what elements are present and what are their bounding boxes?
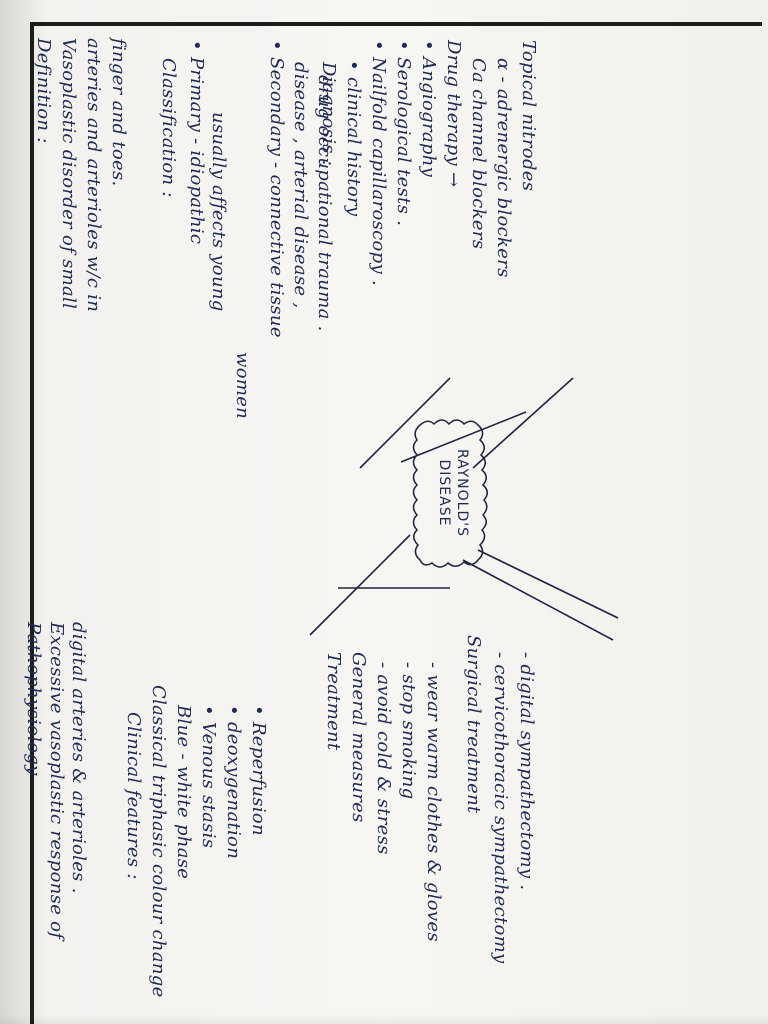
clinical-features-line: Blue - white phase — [173, 705, 194, 880]
center-burst-shape — [412, 419, 488, 568]
connector-definition — [359, 377, 451, 469]
pathophysiology-line: digital arteries & arterioles . — [68, 622, 89, 894]
definition-line: finger and toes. — [108, 38, 129, 187]
pathophysiology-line: Excessive vasoplastic response of — [46, 622, 67, 940]
central-topic: RAYNOLD'S DISEASE — [435, 433, 471, 553]
treatment-heading: Treatment — [323, 652, 344, 751]
definition-line: Vasoplastic disorder of small — [58, 38, 79, 310]
treatment-line: - avoid cold & stress — [373, 662, 394, 855]
central-topic-line-2: DISEASE — [436, 459, 452, 527]
treatment-line: - wear warm clothes & gloves — [423, 662, 444, 942]
clinical-features-line: • deoxygenation — [223, 705, 244, 860]
drug-therapy-line: α - adrenergic blockers — [493, 58, 514, 278]
classification-line: usually affects young — [208, 112, 229, 312]
classification-line: disease , arterial disease , — [290, 62, 311, 309]
classification-line: • Secondary - connective tissue — [266, 40, 287, 338]
drug-therapy-line: Topical nitrodes — [518, 40, 539, 192]
treatment-line: Surgical treatment — [463, 635, 484, 814]
treatment-line: - stop smoking — [398, 662, 419, 800]
page-margin-border — [30, 22, 762, 1024]
diagnosis-heading: Diagnosis : — [318, 62, 339, 167]
page-shadow — [0, 1014, 768, 1024]
connector-classification — [400, 411, 527, 463]
treatment-line: - cervicothoracic sympathectomy — [490, 652, 511, 964]
pathophysiology-heading: Pathophysiology — [23, 622, 44, 776]
diagnosis-line: • Nailfold capillaroscopy . — [368, 40, 389, 287]
connector-pathophysiology — [309, 534, 411, 636]
drug-therapy-heading: Drug therapy → — [443, 40, 464, 188]
clinical-features-line: • Venous stasis — [198, 705, 219, 849]
treatment-line: General measures — [348, 652, 369, 823]
connector-treatment-2 — [462, 559, 614, 641]
central-topic-line-1: RAYNOLD'S — [454, 448, 470, 537]
diagnosis-line: • Angiography — [418, 40, 439, 178]
classification-line: • Primary - idiopathic — [186, 40, 207, 245]
clinical-features-line: • Reperfusion — [248, 705, 269, 836]
clinical-features-line: Classical triphasic colour change — [148, 685, 169, 998]
connector-diagnosis — [472, 377, 574, 469]
treatment-line: - digital sympathectomy . — [516, 652, 537, 891]
connector-treatment — [477, 549, 619, 619]
classification-line: women — [232, 352, 253, 420]
diagnosis-line: • Serological tests . — [393, 40, 414, 227]
diagnosis-line: • clinical history — [343, 60, 364, 217]
clinical-features-heading: Clinical features : — [123, 712, 144, 880]
drug-therapy-line: Ca channel blockers — [468, 58, 489, 250]
classification-heading: Classification : — [158, 58, 179, 198]
definition-heading: Definition : — [33, 38, 54, 144]
definition-line: arteries and arterioles w/c in — [83, 38, 104, 313]
